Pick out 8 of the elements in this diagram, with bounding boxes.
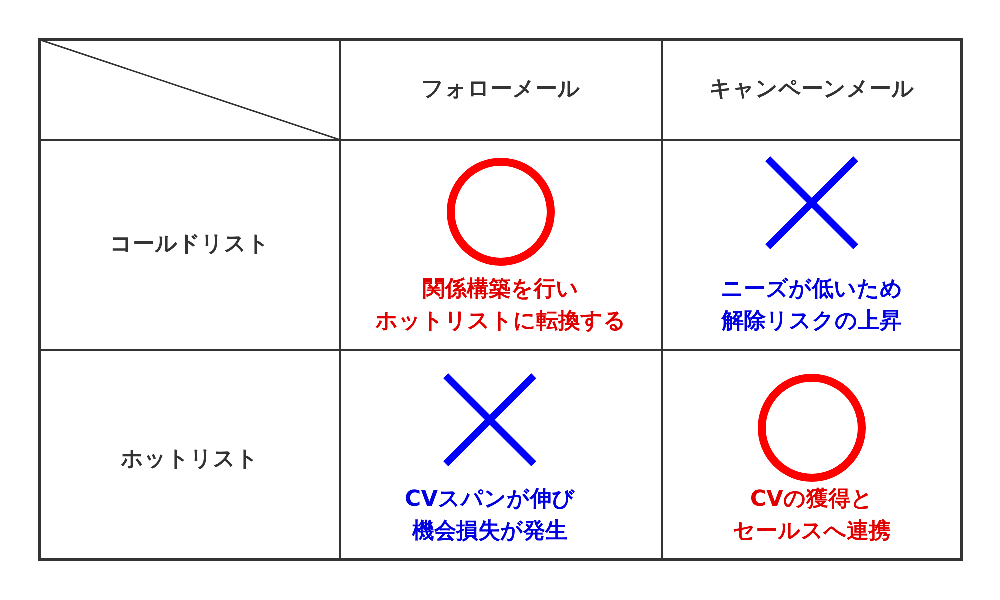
column-header: キャンペーンメール: [710, 76, 914, 104]
cell-text: 関係構築を行いホットリストに転換する: [376, 276, 626, 336]
cell-text: CVの獲得とセールスへ連携: [733, 486, 891, 546]
cell-text: ニーズが低いため解除リスクの上昇: [721, 276, 903, 336]
row-header: ホットリスト: [121, 446, 259, 474]
column-header: フォローメール: [422, 76, 580, 104]
row-header: コールドリスト: [110, 231, 270, 259]
cell-text: CVスパンが伸び機会損失が発生: [405, 486, 576, 546]
